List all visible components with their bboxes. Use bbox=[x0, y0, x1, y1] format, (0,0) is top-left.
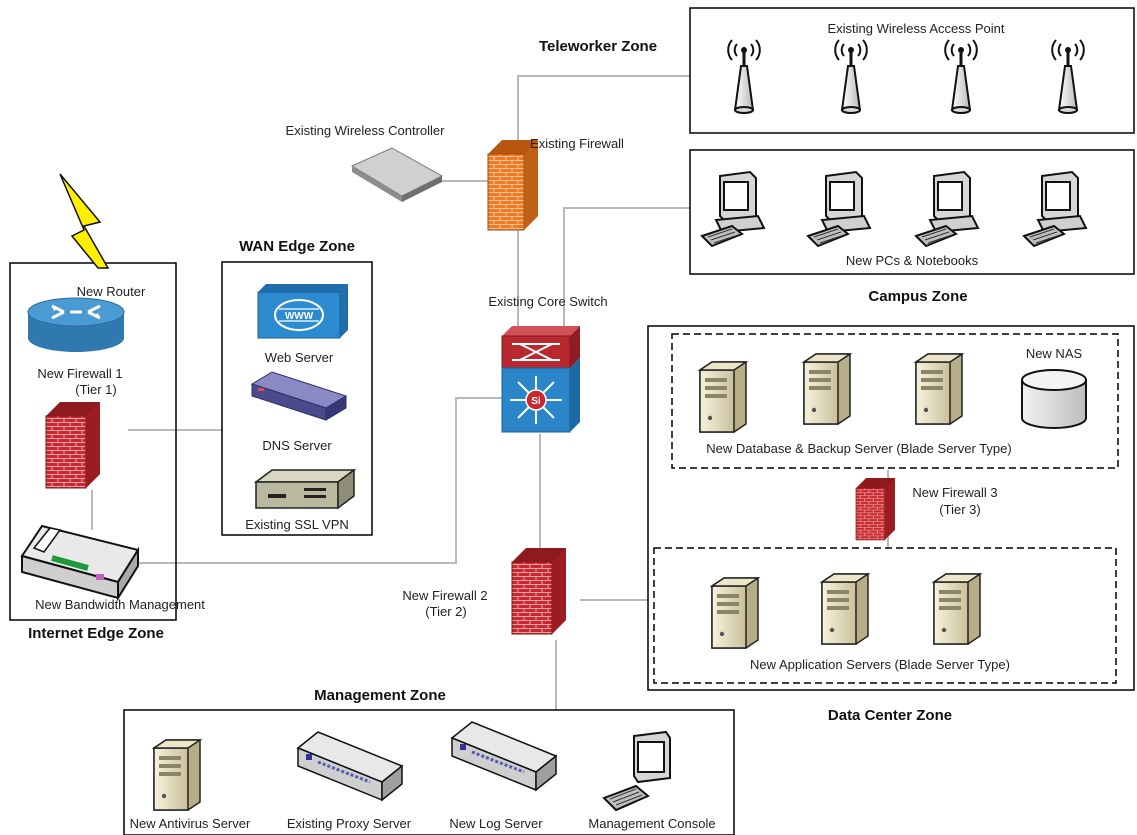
wireless-ap-icon bbox=[726, 38, 762, 115]
db-server-icon bbox=[699, 361, 747, 433]
app-server-icon bbox=[711, 577, 759, 649]
router-icon bbox=[27, 297, 125, 352]
data-center-zone-box bbox=[647, 325, 1135, 691]
wireless-ap-icon bbox=[943, 38, 979, 115]
antivirus-label: New Antivirus Server bbox=[130, 816, 251, 831]
db-server-icon bbox=[915, 353, 963, 425]
firewall2-icon bbox=[511, 547, 567, 635]
wan-edge-zone-box bbox=[221, 261, 373, 536]
data-center-zone-title: Data Center Zone bbox=[828, 707, 952, 724]
management-zone-box bbox=[123, 709, 735, 835]
existing-firewall-icon bbox=[487, 140, 538, 231]
internet-edge-zone-title: Internet Edge Zone bbox=[28, 625, 164, 642]
new-nas-label: New NAS bbox=[1026, 346, 1083, 361]
firewall3-icon bbox=[855, 478, 895, 541]
ssl-vpn-label: Existing SSL VPN bbox=[245, 517, 349, 532]
firewall2-label-line2: (Tier 2) bbox=[425, 604, 466, 619]
nas-icon bbox=[1021, 369, 1087, 429]
dns-server-label: DNS Server bbox=[262, 438, 332, 453]
wireless-ap-icon bbox=[1050, 38, 1086, 115]
log-server-label: New Log Server bbox=[449, 816, 543, 831]
pc-icon bbox=[915, 171, 979, 247]
www-text: WWW bbox=[285, 311, 314, 322]
teleworker-zone-box bbox=[689, 7, 1135, 134]
internet-lightning-icon bbox=[59, 173, 110, 269]
db-backup-label: New Database & Backup Server (Blade Serv… bbox=[706, 441, 1011, 456]
db-server-icon bbox=[803, 353, 851, 425]
wan-edge-zone-title: WAN Edge Zone bbox=[239, 238, 355, 255]
firewall1-label-line2: (Tier 1) bbox=[75, 382, 116, 397]
campus-zone-title: Campus Zone bbox=[868, 288, 967, 305]
ssl-vpn-icon bbox=[253, 468, 357, 510]
web-server-icon: WWW bbox=[257, 284, 348, 339]
firewall3-label-line2: (Tier 3) bbox=[939, 502, 980, 517]
new-router-label: New Router bbox=[77, 284, 146, 299]
pc-icon bbox=[1023, 171, 1087, 247]
core-switch-icon: Si bbox=[501, 326, 580, 433]
bandwidth-mgmt-label: New Bandwidth Management bbox=[35, 597, 205, 612]
app-server-icon bbox=[821, 573, 869, 645]
firewall3-label-line1: New Firewall 3 bbox=[912, 485, 997, 500]
wireless-ap-icon bbox=[833, 38, 869, 115]
log-server-icon bbox=[450, 721, 558, 792]
new-pcs-label: New PCs & Notebooks bbox=[846, 253, 979, 268]
firewall2-label-line1: New Firewall 2 bbox=[402, 588, 487, 603]
firewall1-label-line1: New Firewall 1 bbox=[37, 366, 122, 381]
teleworker-zone-title: Teleworker Zone bbox=[539, 38, 657, 55]
core-switch-label: Existing Core Switch bbox=[488, 294, 607, 309]
dns-server-icon bbox=[250, 371, 348, 421]
pc-icon bbox=[807, 171, 871, 247]
app-servers-label: New Application Servers (Blade Server Ty… bbox=[750, 657, 1010, 672]
management-console-icon bbox=[602, 730, 671, 812]
mgmt-console-label: Management Console bbox=[588, 816, 715, 831]
wireless-controller-icon bbox=[350, 147, 444, 202]
campus-zone-box bbox=[689, 149, 1135, 275]
web-server-label: Web Server bbox=[265, 350, 334, 365]
pc-icon bbox=[701, 171, 765, 247]
existing-firewall-label: Existing Firewall bbox=[530, 136, 624, 151]
db-server-dashed-box bbox=[671, 333, 1119, 469]
wireless-ap-label: Existing Wireless Access Point bbox=[827, 21, 1004, 36]
proxy-label: Existing Proxy Server bbox=[287, 816, 412, 831]
firewall1-icon bbox=[45, 401, 101, 489]
wireless-controller-label: Existing Wireless Controller bbox=[286, 123, 446, 138]
bandwidth-management-icon bbox=[20, 524, 140, 602]
antivirus-server-icon bbox=[153, 739, 201, 811]
switch-si-text: Si bbox=[531, 396, 541, 407]
proxy-server-icon bbox=[296, 731, 404, 802]
app-server-dashed-box bbox=[653, 547, 1117, 684]
app-server-icon bbox=[933, 573, 981, 645]
connection-lines bbox=[91, 75, 889, 710]
management-zone-title: Management Zone bbox=[314, 687, 446, 704]
